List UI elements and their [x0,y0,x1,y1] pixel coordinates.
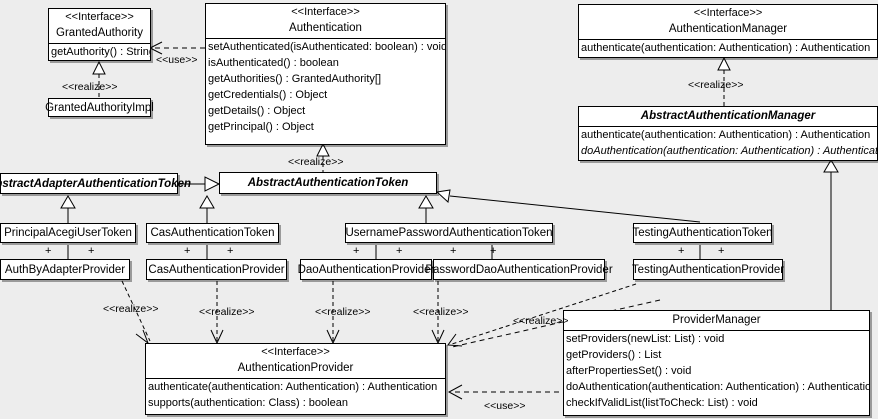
class-header-abstract-authentication-manager: AbstractAuthenticationManager [579,107,877,126]
class-name-label: Authentication [289,22,362,34]
class-name-label: DaoAuthenticationProvider [297,263,435,276]
operation-row: checkIfValidList(listToCheck: List) : vo… [566,397,758,409]
operation-row: isAuthenticated() : boolean [208,57,339,69]
class-header-authentication: <<Interface>> Authentication [206,4,445,38]
relationship-label-use-granted-authority: <<use>> [156,54,198,66]
operation-row: getAuthority() : String [51,46,150,58]
class-name-label: TestingAuthenticationProvider [631,263,785,276]
operation-row: doAuthentication(authentication: Authent… [566,381,869,393]
operation-row: getCredentials() : Object [208,89,328,101]
operations-compartment: setAuthenticated(isAuthenticated: boolea… [206,39,445,135]
class-header-provider-manager: ProviderManager [564,311,869,330]
operation-row: supports(authentication: Class) : boolea… [148,397,348,409]
compartment-divider [564,330,869,331]
class-box-granted-authority[interactable]: <<Interface>> GrantedAuthority getAuthor… [48,8,151,61]
class-header-authentication-manager: <<Interface>> AuthenticationManager [579,5,877,39]
relationship-label-realize-authentication-manager: <<realize>> [688,79,744,91]
association-marker: + [88,245,95,257]
association-marker: + [490,245,497,257]
class-name-label: AbstractAdapterAuthenticationToken [0,177,192,190]
compartment-divider [579,126,877,127]
operation-row: setProviders(newList: List) : void [566,333,725,345]
class-box-abstract-authentication-manager[interactable]: AbstractAuthenticationManager authentica… [578,106,878,161]
class-name-label: GrantedAuthorityImpl [45,101,154,114]
compartment-divider [49,43,150,44]
operation-row: afterPropertiesSet() : void [566,365,692,377]
relationship-label-realize-cas-provider: <<realize>> [199,306,255,318]
operations-compartment: authenticate(authentication: Authenticat… [579,40,877,56]
class-box-abstract-authentication-token[interactable]: AbstractAuthenticationToken [219,172,437,194]
operation-row: setAuthenticated(isAuthenticated: boolea… [208,41,445,53]
class-box-granted-authority-impl[interactable]: GrantedAuthorityImpl [45,98,154,117]
class-name-label: PrincipalAcegiUserToken [4,227,132,239]
association-marker: + [227,245,234,257]
association-marker: + [184,245,191,257]
class-box-auth-by-adapter-provider[interactable]: AuthByAdapterProvider [0,259,130,280]
operations-compartment: authenticate(authentication: Authenticat… [579,127,877,159]
operation-row: authenticate(authentication: Authenticat… [581,42,871,54]
class-name-label: PasswordDaoAuthenticationProvider [425,263,613,276]
stereotype-label: <<Interface>> [261,346,330,358]
class-name-label: AuthenticationProvider [237,362,354,374]
class-header-authentication-provider: <<Interface>> AuthenticationProvider [146,344,445,378]
association-marker: + [45,245,52,257]
stereotype-label: <<Interface>> [291,6,360,18]
relationship-label-realize-granted-authority: <<realize>> [62,81,118,93]
operations-compartment: getAuthority() : String [49,44,150,60]
class-box-cas-authentication-provider[interactable]: CasAuthenticationProvider [146,259,287,280]
association-marker: + [450,245,457,257]
class-name-label: UsernamePasswordAuthenticationToken [345,227,553,239]
relationship-label-realize-provider-manager: <<realize>> [513,315,569,327]
class-box-dao-authentication-provider[interactable]: DaoAuthenticationProvider [298,259,434,280]
relationship-label-realize-auth-by-adapter: <<realize>> [103,303,159,315]
class-name-label: AbstractAuthenticationManager [640,110,816,122]
class-name-label: AuthenticationManager [668,23,788,35]
operation-row: getDetails() : Object [208,105,306,117]
association-marker: + [396,245,403,257]
association-marker: + [678,245,685,257]
relationship-label-realize-password-dao-provider: <<realize>> [413,306,469,318]
class-box-authentication-provider[interactable]: <<Interface>> AuthenticationProvider aut… [145,343,446,415]
class-box-username-password-authentication-token[interactable]: UsernamePasswordAuthenticationToken [345,223,553,243]
operations-compartment: authenticate(authentication: Authenticat… [146,379,445,411]
operations-compartment: setProviders(newList: List) : void getPr… [564,331,869,411]
class-box-cas-authentication-token[interactable]: CasAuthenticationToken [146,223,279,243]
operation-row: authenticate(authentication: Authenticat… [148,381,438,393]
compartment-divider [206,38,445,39]
operation-row: getProviders() : List [566,349,662,361]
class-name-label: CasAuthenticationProvider [148,263,285,276]
class-name-label: CasAuthenticationToken [150,227,275,239]
class-box-abstract-adapter-authentication-token[interactable]: AbstractAdapterAuthenticationToken [0,173,191,194]
operation-row: getAuthorities() : GrantedAuthority[] [208,73,382,85]
class-box-testing-authentication-token[interactable]: TestingAuthenticationToken [632,223,773,243]
association-marker: + [718,245,725,257]
relationship-label-use-provider-manager: <<use>> [484,400,526,412]
class-box-password-dao-authentication-provider[interactable]: PasswordDaoAuthenticationProvider [425,259,613,280]
relationship-label-realize-authentication: <<realize>> [288,156,344,168]
class-name-label: GrantedAuthority [56,27,143,39]
relationship-label-realize-dao-provider: <<realize>> [315,306,371,318]
stereotype-label: <<Interface>> [65,11,134,23]
compartment-divider [146,378,445,379]
class-name-label: AuthByAdapterProvider [4,263,126,276]
stereotype-label: <<Interface>> [693,7,763,19]
class-header-granted-authority: <<Interface>> GrantedAuthority [49,9,150,43]
operation-row: getPrincipal() : Object [208,121,314,133]
class-name-label: AbstractAuthenticationToken [247,177,409,189]
class-box-authentication-manager[interactable]: <<Interface>> AuthenticationManager auth… [578,4,878,58]
class-box-provider-manager[interactable]: ProviderManager setProviders(newList: Li… [563,310,870,416]
class-box-testing-authentication-provider[interactable]: TestingAuthenticationProvider [631,259,785,280]
class-name-label: TestingAuthenticationToken [632,227,773,239]
operation-row: authenticate(authentication: Authenticat… [581,129,871,141]
association-marker: + [353,245,360,257]
class-box-authentication[interactable]: <<Interface>> Authentication setAuthenti… [205,3,446,145]
operation-row: doAuthentication(authentication: Authent… [581,145,877,157]
class-name-label: ProviderManager [672,314,761,326]
compartment-divider [579,39,877,40]
class-box-principal-acegi-user-token[interactable]: PrincipalAcegiUserToken [0,223,136,243]
